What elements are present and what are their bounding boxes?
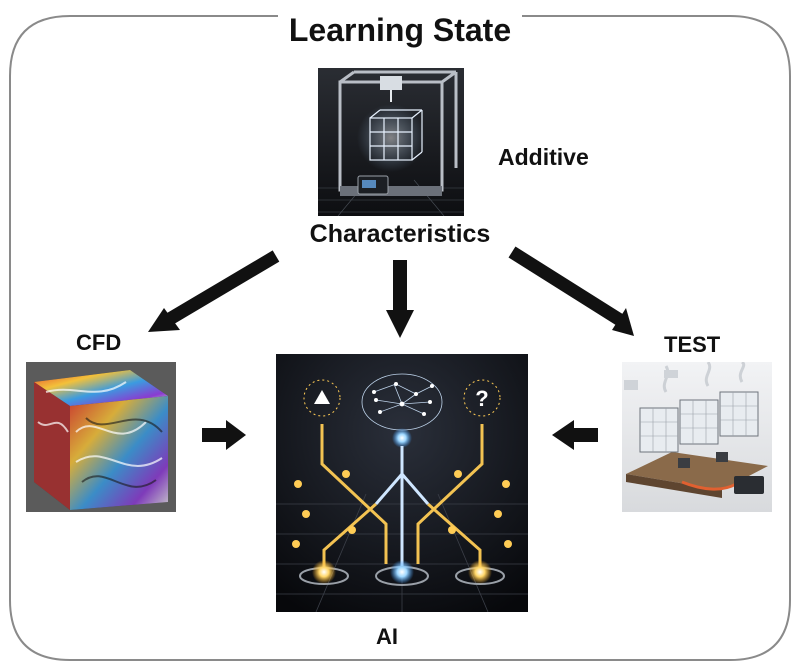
- arrow-to-test: [508, 246, 634, 336]
- test-label: TEST: [664, 332, 721, 357]
- ai-circuit-image: ?: [276, 354, 528, 612]
- additive-label: Additive: [498, 144, 589, 170]
- characteristics-label: Characteristics: [309, 220, 491, 248]
- arrow-cfd-to-ai: [202, 420, 246, 450]
- 3d-printer-image: [318, 68, 464, 216]
- svg-text:?: ?: [475, 386, 488, 411]
- arrow-to-cfd: [148, 250, 280, 332]
- cfd-label: CFD: [76, 330, 122, 355]
- test-rig-image: [622, 362, 772, 512]
- diagram-title: Learning State: [288, 12, 512, 48]
- cfd-flow-image: [26, 362, 176, 512]
- arrow-to-ai: [386, 260, 414, 338]
- ai-label: AI: [376, 624, 398, 649]
- arrow-test-to-ai: [552, 420, 598, 450]
